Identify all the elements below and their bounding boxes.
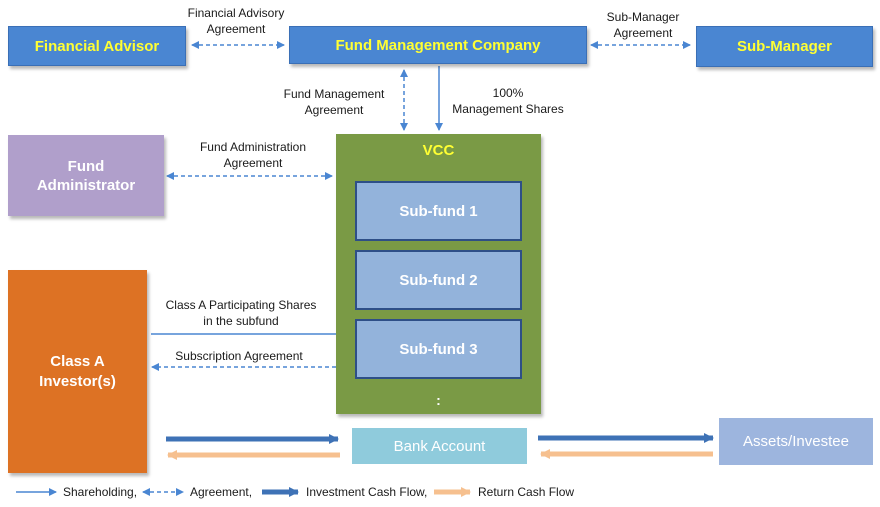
- class-a-shares-label: Class A Participating Shares in the subf…: [166, 297, 317, 329]
- vcc-more-indicator: :: [436, 392, 441, 408]
- financial-advisory-agreement-line2: Agreement: [206, 22, 266, 36]
- class-a-investor-box: Class A Investor(s): [8, 270, 147, 473]
- subfund-2-box: Sub-fund 2: [355, 250, 522, 310]
- management-shares-line2: Management Shares: [452, 102, 564, 116]
- fund-management-agreement-line1: Fund Management: [283, 87, 385, 101]
- subfund-1-box: Sub-fund 1: [355, 181, 522, 241]
- fund-management-company-label: Fund Management Company: [335, 36, 541, 54]
- fund-administrator-label-line2: Administrator: [36, 176, 136, 194]
- fund-management-agreement-label: Fund Management Agreement: [284, 86, 385, 118]
- sub-manager-agreement-line2: Agreement: [613, 26, 673, 40]
- fund-administration-agreement-label: Fund Administration Agreement: [200, 139, 306, 171]
- subfund-3-label: Sub-fund 3: [399, 340, 478, 358]
- management-shares-line1: 100%: [492, 86, 524, 100]
- financial-advisor-label: Financial Advisor: [34, 37, 160, 55]
- subscription-agreement-text: Subscription Agreement: [175, 349, 303, 363]
- fund-administration-agreement-line1: Fund Administration: [199, 140, 307, 154]
- subscription-agreement-label: Subscription Agreement: [175, 348, 302, 364]
- legend-shareholding: Shareholding,: [63, 485, 138, 499]
- sub-manager-agreement-label: Sub-Manager Agreement: [607, 9, 680, 41]
- fund-administrator-box: Fund Administrator: [8, 135, 164, 216]
- fund-management-agreement-line2: Agreement: [304, 103, 364, 117]
- fund-management-company-box: Fund Management Company: [289, 26, 587, 64]
- financial-advisory-agreement-label: Financial Advisory Agreement: [188, 5, 285, 37]
- legend-return-cash-flow: Return Cash Flow: [478, 485, 575, 499]
- bank-account-box: Bank Account: [352, 428, 527, 464]
- legend-investment-cash-flow: Investment Cash Flow,: [306, 485, 428, 499]
- class-a-investor-label-line2: Investor(s): [39, 372, 116, 390]
- class-a-shares-line2: in the subfund: [203, 314, 279, 328]
- management-shares-label: 100% Management Shares: [452, 85, 563, 117]
- subfund-2-label: Sub-fund 2: [399, 271, 478, 289]
- subfund-3-box: Sub-fund 3: [355, 319, 522, 379]
- fund-administrator-label-line1: Fund: [67, 157, 105, 175]
- financial-advisor-box: Financial Advisor: [8, 26, 186, 66]
- bank-account-label: Bank Account: [393, 437, 486, 455]
- sub-manager-agreement-line1: Sub-Manager: [606, 10, 680, 24]
- sub-manager-box: Sub-Manager: [696, 26, 873, 67]
- legend-agreement: Agreement,: [190, 485, 253, 499]
- fund-administration-agreement-line2: Agreement: [223, 156, 283, 170]
- sub-manager-label: Sub-Manager: [736, 38, 832, 55]
- assets-investee-label: Assets/Investee: [743, 433, 849, 450]
- class-a-investor-label-line1: Class A: [50, 352, 105, 370]
- vcc-title: VCC: [422, 142, 455, 159]
- subfund-1-label: Sub-fund 1: [399, 202, 478, 220]
- financial-advisory-agreement-line1: Financial Advisory: [187, 6, 285, 20]
- assets-investee-box: Assets/Investee: [719, 418, 873, 465]
- class-a-shares-line1: Class A Participating Shares: [165, 298, 317, 312]
